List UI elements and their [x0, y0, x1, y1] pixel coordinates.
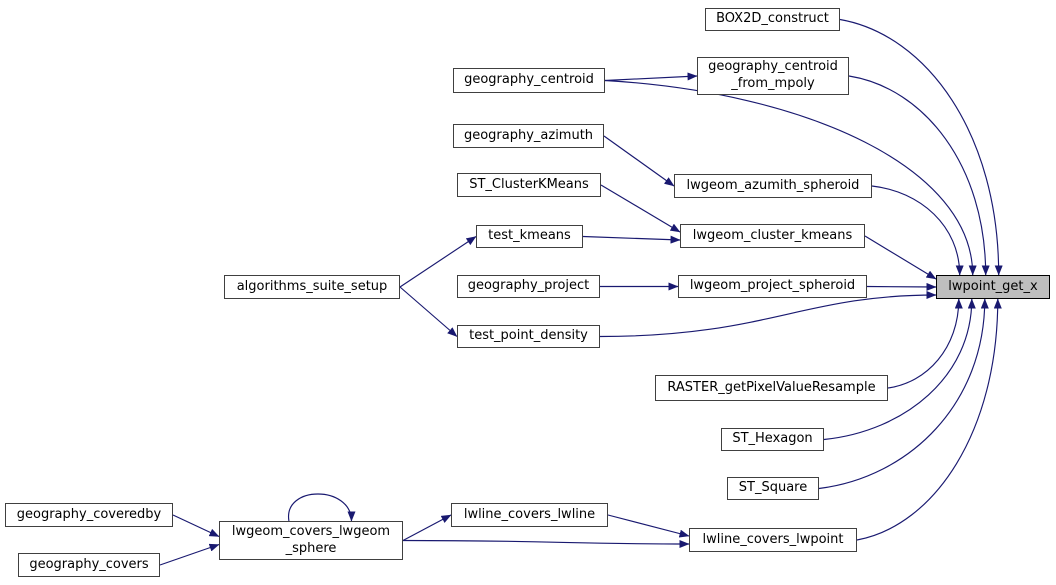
edge-geography_coveredby-to-lwgeom_covers_lwgeom_sphere — [172, 514, 220, 538]
edge-RASTER_getPixelValueResample-to-lwpoint_get_x — [887, 298, 963, 389]
edge-geography_covers-to-lwgeom_covers_lwgeom_sphere — [159, 543, 220, 566]
graph-node-lwgeom_cluster_kmeans[interactable]: lwgeom_cluster_kmeans — [680, 224, 865, 248]
edge-lwline_covers_lwline-to-lwline_covers_lwpoint — [607, 514, 690, 538]
edge-ST_Square-to-lwpoint_get_x — [818, 298, 989, 490]
graph-node-algorithms_suite_setup[interactable]: algorithms_suite_setup — [224, 275, 400, 299]
graph-node-geography_coveredby[interactable]: geography_coveredby — [5, 503, 173, 527]
graph-node-geography_centroid[interactable]: geography_centroid — [453, 68, 605, 93]
graph-node-lwgeom_azumith_spheroid[interactable]: lwgeom_azumith_spheroid — [674, 174, 872, 198]
graph-node-test_point_density[interactable]: test_point_density — [457, 325, 600, 348]
edge-algorithms_suite_setup-to-test_point_density — [399, 286, 458, 337]
graph-node-geography_azimuth[interactable]: geography_azimuth — [453, 124, 604, 148]
graph-node-geography_project[interactable]: geography_project — [457, 275, 600, 298]
edge-test_kmeans-to-lwgeom_cluster_kmeans — [582, 235, 681, 244]
edge-ST_ClusterKMeans-to-lwgeom_cluster_kmeans — [600, 184, 681, 233]
edge-ST_Hexagon-to-lwpoint_get_x — [823, 298, 976, 441]
graph-node-test_kmeans[interactable]: test_kmeans — [476, 225, 583, 248]
graph-node-RASTER_getPixelValueResample[interactable]: RASTER_getPixelValueResample — [655, 375, 888, 401]
graph-node-ST_Hexagon[interactable]: ST_Hexagon — [721, 428, 824, 451]
graph-node-lwgeom_project_spheroid[interactable]: lwgeom_project_spheroid — [678, 275, 867, 298]
graph-node-geography_centroid_from_mpoly[interactable]: geography_centroid _from_mpoly — [697, 57, 849, 95]
graph-node-BOX2D_construct[interactable]: BOX2D_construct — [705, 8, 840, 31]
edge-geography_azimuth-to-lwgeom_azumith_spheroid — [603, 135, 675, 187]
graph-node-ST_Square[interactable]: ST_Square — [727, 477, 819, 500]
edge-geography_centroid_from_mpoly-to-lwpoint_get_x — [848, 75, 990, 276]
graph-node-lwgeom_covers_lwgeom_sphere[interactable]: lwgeom_covers_lwgeom _sphere — [219, 521, 403, 560]
graph-node-lwline_covers_lwline[interactable]: lwline_covers_lwline — [451, 503, 608, 527]
edge-lwgeom_covers_lwgeom_sphere-to-lwgeom_covers_lwgeom_sphere — [288, 493, 356, 522]
edge-lwgeom_azumith_spheroid-to-lwpoint_get_x — [871, 185, 964, 276]
graph-node-ST_ClusterKMeans[interactable]: ST_ClusterKMeans — [457, 173, 601, 197]
edge-geography_centroid-to-lwpoint_get_x — [604, 79, 977, 276]
graph-node-lwpoint_get_x: lwpoint_get_x — [936, 275, 1050, 299]
edge-test_point_density-to-lwpoint_get_x — [599, 291, 937, 338]
edge-lwgeom_covers_lwgeom_sphere-to-lwline_covers_lwpoint — [402, 539, 690, 548]
edge-lwline_covers_lwpoint-to-lwpoint_get_x — [856, 298, 1002, 541]
graph-node-lwline_covers_lwpoint[interactable]: lwline_covers_lwpoint — [689, 528, 857, 552]
graph-node-geography_covers[interactable]: geography_covers — [18, 553, 160, 577]
edge-algorithms_suite_setup-to-test_kmeans — [399, 236, 477, 288]
edge-BOX2D_construct-to-lwpoint_get_x — [839, 18, 1003, 276]
edge-lwgeom_covers_lwgeom_sphere-to-lwline_covers_lwline — [402, 514, 452, 542]
edge-paths — [159, 18, 1003, 566]
edge-geography_centroid-to-geography_centroid_from_mpoly — [604, 72, 698, 82]
edge-lwgeom_cluster_kmeans-to-lwpoint_get_x — [864, 235, 937, 280]
edge-lwgeom_project_spheroid-to-lwpoint_get_x — [866, 282, 937, 291]
